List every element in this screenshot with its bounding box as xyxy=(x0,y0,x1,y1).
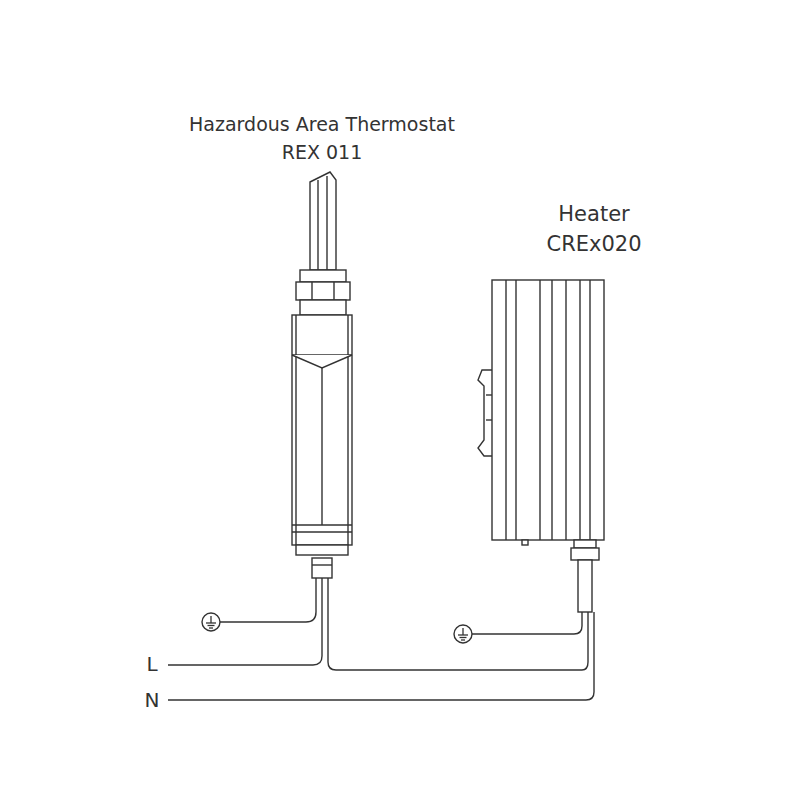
device-title: Heater xyxy=(558,204,629,225)
heater-drawing xyxy=(478,280,604,612)
wire-label: N xyxy=(145,690,160,710)
ground-symbol xyxy=(202,613,220,631)
heater-fin xyxy=(589,280,590,540)
wires xyxy=(168,578,594,700)
ground-symbol xyxy=(454,625,472,643)
device-title: Hazardous Area Thermostat xyxy=(189,115,455,134)
heater-fin xyxy=(579,280,580,540)
heater-fin xyxy=(551,280,552,540)
wire-label: L xyxy=(146,654,157,674)
heater-fin xyxy=(539,280,540,540)
heater-fin xyxy=(515,280,516,540)
heater-fin xyxy=(505,280,506,540)
model-number: CREx020 xyxy=(546,234,641,255)
heater-fin xyxy=(565,280,566,540)
model-number: REX 011 xyxy=(282,143,363,162)
thermostat-drawing xyxy=(292,172,352,578)
